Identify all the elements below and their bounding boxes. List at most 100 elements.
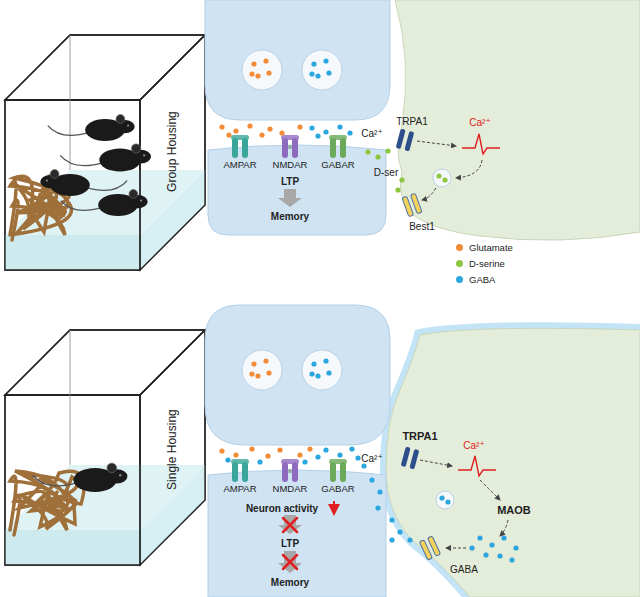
svg-rect (231, 135, 249, 140)
svg-path (456, 160, 482, 178)
legend-row: D-serine (456, 258, 505, 269)
svg-rect (292, 462, 298, 482)
svg-circle (323, 58, 328, 63)
receptor-label: AMPAR (223, 160, 256, 170)
svg-circle (127, 125, 129, 127)
svg-circle (361, 463, 366, 468)
calcium-signal-label: Ca²⁺ (469, 117, 490, 128)
svg-rect (401, 447, 411, 468)
svg-circle (389, 537, 394, 542)
svg-circle (389, 517, 394, 522)
svg-circle (501, 535, 506, 540)
svg-rect (340, 138, 346, 158)
receptor-label: NMDAR (273, 160, 308, 170)
svg-circle (140, 200, 142, 202)
svg-circle (116, 115, 125, 124)
svg-g (10, 176, 84, 535)
svg-circle (263, 58, 268, 63)
svg-path (446, 548, 466, 549)
legend-swatch (456, 276, 463, 283)
svg-circle (385, 148, 390, 153)
svg-path (417, 141, 456, 146)
svg-circle (349, 446, 354, 451)
svg-rect (231, 459, 249, 464)
legend-text: Glutamate (469, 242, 513, 253)
svg-circle (315, 73, 320, 78)
svg-g (61, 190, 148, 216)
svg-path (208, 470, 386, 597)
svg-line (70, 330, 71, 465)
svg-circle (326, 70, 331, 75)
svg-polygon (140, 35, 205, 270)
svg-circle (288, 469, 292, 473)
svg-path (422, 188, 436, 200)
svg-rect (292, 138, 298, 158)
svg-rect (232, 138, 238, 158)
svg-circle (309, 125, 314, 130)
svg-path (205, 0, 390, 120)
svg-g (278, 189, 302, 573)
svg-circle (323, 129, 328, 134)
svg-path (14, 491, 75, 535)
transmitter-label: D-ser (374, 167, 398, 178)
svg-circle (323, 358, 328, 363)
svg-rect (409, 449, 419, 470)
cage-label: Single Housing (165, 410, 178, 491)
svg-path (386, 328, 640, 597)
svg-circle (302, 50, 342, 90)
svg-circle (266, 370, 271, 375)
svg-rect (340, 462, 346, 482)
svg-path (33, 475, 79, 486)
receptor-label: NMDAR (273, 484, 308, 494)
svg-g (33, 115, 151, 492)
svg-circle (365, 149, 370, 154)
svg-rect (329, 459, 347, 464)
state-label: Neuron activity (246, 503, 318, 514)
svg-circle (257, 459, 262, 464)
svg-rect (242, 138, 248, 158)
process-label: LTP (281, 538, 299, 549)
svg-rect (282, 138, 288, 158)
svg-circle (307, 446, 312, 451)
svg-path (420, 460, 452, 466)
svg-circle (255, 73, 260, 78)
svg-circle (267, 126, 272, 131)
svg-circle (297, 124, 302, 129)
svg-g (402, 193, 422, 217)
svg-circle (249, 371, 254, 376)
svg-polygon (5, 100, 140, 270)
svg-polygon (5, 395, 140, 565)
svg-circle (119, 474, 121, 476)
svg-circle (302, 459, 307, 464)
svg-g (5, 35, 205, 270)
svg-g (396, 129, 415, 152)
svg-circle (509, 557, 514, 562)
calcium-signal-label: Ca²⁺ (463, 440, 484, 451)
svg-polygon (5, 330, 205, 395)
svg-path (48, 126, 90, 136)
svg-circle (263, 358, 268, 363)
svg-circle (251, 361, 256, 366)
svg-rect (281, 459, 299, 464)
svg-circle (265, 453, 270, 458)
channel-label: TRPA1 (396, 116, 428, 127)
svg-rect (410, 193, 422, 214)
svg-circle (347, 130, 352, 135)
svg-path (85, 181, 127, 191)
svg-circle (489, 542, 494, 547)
svg-circle (377, 489, 382, 494)
svg-circle (309, 71, 314, 76)
svg-circle (226, 132, 231, 137)
svg-polygon (140, 330, 205, 565)
svg-polygon (278, 551, 302, 573)
svg-circle (288, 145, 292, 149)
enzyme-label: MAOB (497, 504, 531, 516)
svg-path (205, 305, 390, 445)
svg-line (333, 501, 335, 514)
svg-path (12, 196, 69, 240)
svg-circle (407, 537, 412, 542)
svg-circle (315, 454, 320, 459)
svg-polygon (5, 35, 205, 100)
